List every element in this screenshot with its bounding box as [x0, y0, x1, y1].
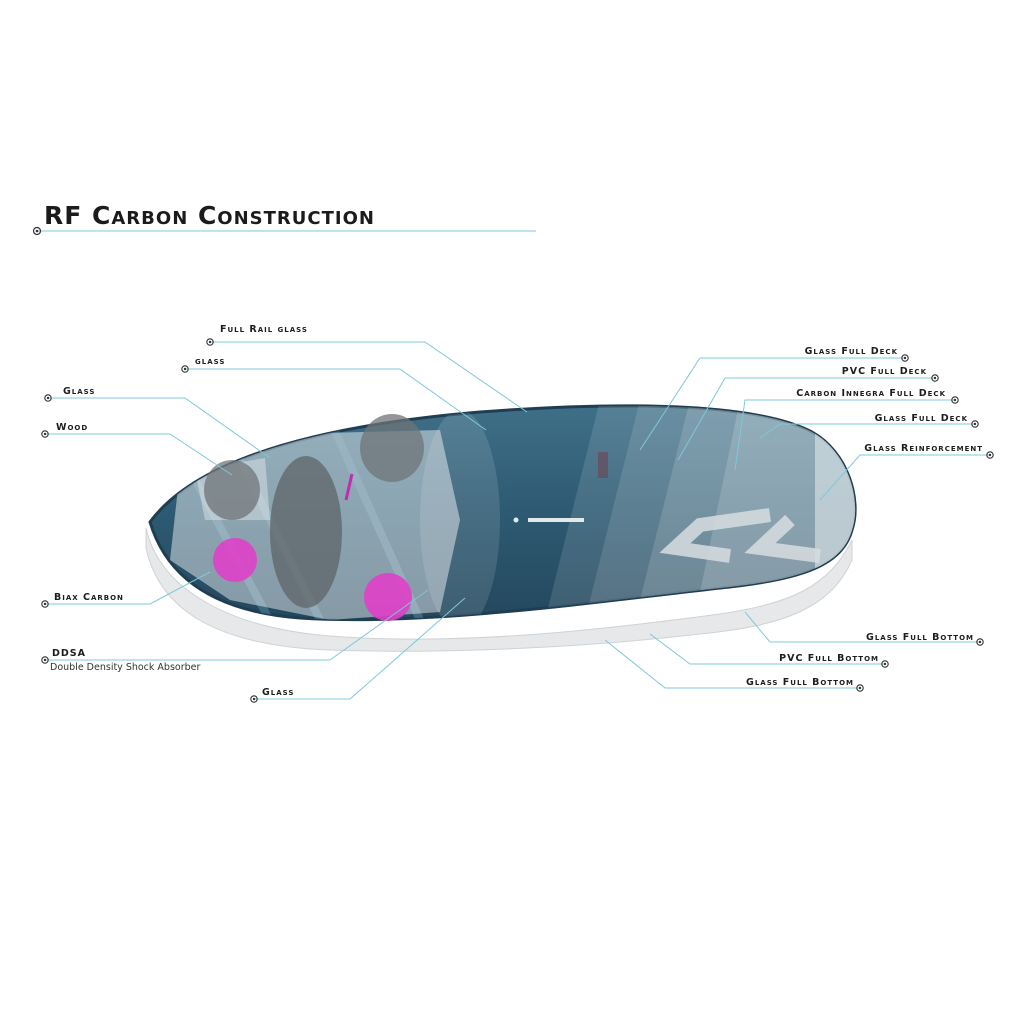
- board-bottom-shell: [145, 527, 853, 652]
- label-ddsa: DDSA: [52, 648, 86, 659]
- strap-plug-top: [360, 414, 424, 482]
- center-oval: [270, 456, 342, 608]
- ddsa-pad-1: [213, 538, 257, 582]
- label-ddsa-full: Double Density Shock Absorber: [50, 662, 201, 673]
- label-full-rail-glass: Full Rail glass: [220, 324, 308, 335]
- deck-logo: [659, 508, 821, 563]
- layer-glass-reinforcement: [815, 405, 856, 620]
- strap-plug-wood: [204, 460, 260, 520]
- label-biax-carbon: Biax Carbon: [54, 592, 124, 603]
- label-glass-top: glass: [195, 356, 226, 367]
- title-underline: [32, 226, 536, 236]
- label-glass-full-bottom-1: Glass Full Bottom: [866, 632, 974, 643]
- diagram-title: RF Carbon Construction: [44, 201, 375, 230]
- leader-lines: [45, 341, 990, 700]
- label-pvc-full-deck: PVC Full Deck: [841, 366, 927, 377]
- label-carbon-innegra-full-deck: Carbon Innegra Full Deck: [796, 388, 946, 399]
- layer-full-rail-glass: [420, 410, 500, 620]
- label-glass-nose: Glass: [63, 386, 96, 397]
- deck-center-stripe: [528, 518, 584, 522]
- label-glass-reinforcement: Glass Reinforcement: [864, 443, 983, 454]
- label-glass-full-bottom-2: Glass Full Bottom: [746, 677, 854, 688]
- label-wood: Wood: [56, 422, 89, 433]
- label-pvc-full-bottom: PVC Full Bottom: [779, 653, 879, 664]
- label-glass-full-deck-1: Glass Full Deck: [804, 346, 898, 357]
- label-glass-full-deck-2: Glass Full Deck: [874, 413, 968, 424]
- label-markers: [41, 338, 994, 703]
- label-glass-bottom-left: Glass: [262, 687, 295, 698]
- ddsa-pad-2: [364, 573, 412, 621]
